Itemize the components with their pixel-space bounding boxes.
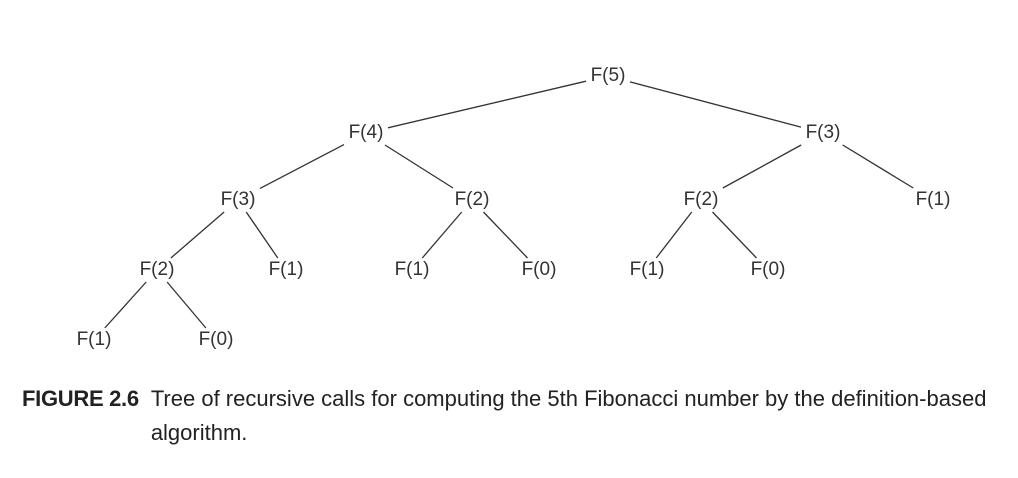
- tree-edge: [170, 211, 225, 259]
- tree-edge: [387, 80, 587, 129]
- tree-edges: [104, 80, 914, 329]
- tree-node-label: F(0): [199, 329, 234, 350]
- tree-node-label: F(3): [806, 122, 841, 143]
- tree-edge: [245, 211, 279, 259]
- tree-node-label: F(1): [77, 329, 112, 350]
- tree-node-label: F(1): [269, 259, 304, 280]
- figure-caption: FIGURE 2.6 Tree of recursive calls for c…: [22, 382, 1002, 450]
- tree-edge: [629, 81, 802, 128]
- tree-edge: [259, 143, 345, 190]
- tree-node-label: F(5): [591, 65, 626, 86]
- tree-node-label: F(2): [455, 189, 490, 210]
- tree-node-label: F(1): [630, 259, 665, 280]
- tree-node-label: F(3): [221, 189, 256, 210]
- tree-edge: [483, 211, 528, 259]
- tree-node-label: F(2): [684, 189, 719, 210]
- tree-nodes: F(5) F(4) F(3) F(3) F(2) F(2) F(1) F(2) F(1) F(1)…: [77, 65, 951, 350]
- tree-edge: [655, 211, 693, 259]
- tree-edge: [104, 281, 147, 329]
- caption-text: Tree of recursive calls for computing th…: [150, 386, 987, 445]
- figure-label: FIGURE 2.6: [22, 386, 139, 411]
- tree-edge: [722, 144, 802, 189]
- tree-node-label: F(2): [140, 259, 175, 280]
- tree-edge: [166, 281, 207, 329]
- tree-edge: [712, 211, 757, 259]
- recursion-tree: F(5) F(4) F(3) F(3) F(2) F(2) F(1) F(2) F(1) F(1)…: [77, 65, 951, 350]
- tree-edge: [384, 144, 454, 189]
- tree-node-label: F(4): [349, 122, 384, 143]
- tree-node-label: F(0): [522, 259, 557, 280]
- tree-node-label: F(1): [395, 259, 430, 280]
- tree-node-label: F(1): [916, 189, 951, 210]
- tree-node-label: F(0): [751, 259, 786, 280]
- tree-edge: [842, 144, 914, 189]
- tree-edge: [421, 211, 463, 259]
